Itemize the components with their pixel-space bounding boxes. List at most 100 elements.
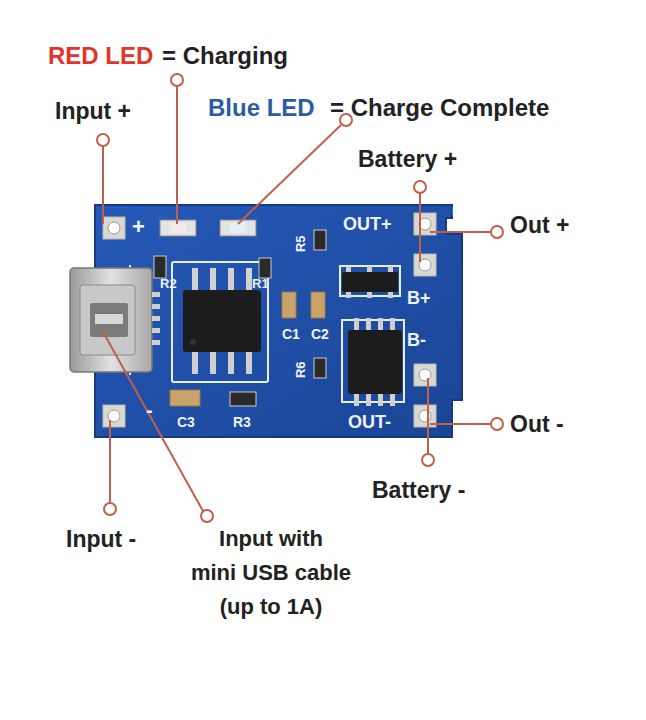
resistor <box>154 230 326 406</box>
leader-line-part <box>430 423 491 425</box>
leader-line-part <box>238 125 341 224</box>
silkscreen-text: R1 <box>252 276 269 292</box>
solder-pad-part <box>108 222 120 234</box>
micro-usb-connector-part <box>152 316 160 321</box>
capacitor <box>170 292 325 406</box>
silkscreen-text: OUT+ <box>343 214 392 236</box>
capacitor-part <box>282 292 296 318</box>
silkscreen-text: - <box>146 398 153 422</box>
silkscreen-text: C1 <box>282 326 300 343</box>
led-legend-text: = Charging <box>162 42 288 71</box>
silkscreen-text: + <box>132 214 145 240</box>
charger-ic-part <box>192 350 198 374</box>
charger-ic <box>183 268 261 374</box>
mosfet-ic-part <box>390 318 395 332</box>
solder-pad-part <box>103 405 125 427</box>
silkscreen-part <box>340 266 400 296</box>
protection-ic-part <box>342 272 398 292</box>
silkscreen-text: R2 <box>160 276 177 292</box>
silkscreen-text: R5 <box>293 235 309 252</box>
solder-pad-part <box>419 410 431 422</box>
micro-usb-connector-part <box>152 328 160 333</box>
charger-ic-part <box>190 339 196 345</box>
silkscreen-part <box>342 320 404 402</box>
led-legend-text: = Charge Complete <box>330 94 549 123</box>
charger-ic-part <box>210 350 216 374</box>
micro-usb-connector-part <box>80 285 135 355</box>
capacitor-part <box>311 292 325 318</box>
callout-label: Input + <box>55 98 131 126</box>
leader-line <box>97 74 503 522</box>
mosfet-ic-part <box>354 318 359 332</box>
micro-usb-connector-part <box>95 314 123 324</box>
leader-line-part <box>422 454 434 466</box>
silkscreen-part <box>172 262 268 382</box>
callout-label: Battery + <box>358 146 457 174</box>
silkscreen-text: B+ <box>407 288 431 310</box>
micro-usb-connector-part <box>152 340 160 345</box>
micro-usb-connector <box>70 268 160 372</box>
silkscreen-text: R6 <box>293 361 309 378</box>
protection-ic <box>342 266 398 298</box>
leader-line-part <box>176 86 178 224</box>
silkscreen-text: k <box>452 206 458 218</box>
resistor-part <box>259 258 271 278</box>
charger-ic-part <box>246 350 252 374</box>
silkscreen-text: OUT- <box>348 412 391 434</box>
solder-pad-part <box>414 254 436 276</box>
charger-ic-part <box>228 350 234 374</box>
micro-usb-connector-part <box>152 292 160 297</box>
mosfet-ic-part <box>366 392 371 406</box>
resistor-part <box>314 358 326 378</box>
resistor-part <box>314 230 326 250</box>
leader-line-part <box>419 193 421 262</box>
solder-pad <box>103 213 436 427</box>
callout-label: Battery - <box>372 477 465 505</box>
leader-line-part <box>102 146 104 224</box>
silkscreen-text: B- <box>407 330 426 352</box>
led-legend-key: RED LED <box>48 42 153 71</box>
silkscreen-text: R3 <box>233 414 251 431</box>
mosfet-ic <box>348 318 402 406</box>
leader-line-part <box>414 181 426 193</box>
callout-label: Out - <box>510 411 564 439</box>
solder-pad-part <box>103 217 125 239</box>
leader-line-part <box>491 418 503 430</box>
callout-label: Out + <box>510 212 569 240</box>
leader-line-part <box>171 74 183 86</box>
leader-line-part <box>201 510 213 522</box>
mosfet-ic-part <box>390 392 395 406</box>
silkscreen <box>130 262 404 402</box>
solder-pad-part <box>414 364 436 386</box>
mosfet-ic-part <box>348 330 402 394</box>
callout-label: Input - <box>66 526 136 554</box>
leader-line-part <box>427 378 429 454</box>
callout-label: Input with mini USB cable (up to 1A) <box>182 522 360 624</box>
mosfet-ic-part <box>378 392 383 406</box>
mosfet-ic-part <box>354 392 359 406</box>
micro-usb-connector-part <box>70 268 152 372</box>
leader-line-part <box>104 503 116 515</box>
capacitor-part <box>170 390 200 406</box>
leader-line-part <box>97 134 109 146</box>
solder-pad-part <box>419 369 431 381</box>
leader-line-part <box>430 231 491 233</box>
led <box>160 220 256 236</box>
charger-ic-part <box>246 268 252 292</box>
resistor-part <box>230 392 256 406</box>
silkscreen-text: C2 <box>311 326 329 343</box>
resistor-part <box>154 256 166 278</box>
leader-line-part <box>109 420 111 503</box>
silkscreen-text: C3 <box>177 414 195 431</box>
led-part <box>170 223 186 233</box>
led-part <box>230 223 246 233</box>
led-legend-key: Blue LED <box>208 94 315 123</box>
charger-ic-part <box>192 268 198 292</box>
leader-line-part <box>491 226 503 238</box>
micro-usb-connector-part <box>152 304 160 309</box>
charger-ic-part <box>183 290 261 352</box>
charger-ic-part <box>228 268 234 292</box>
mosfet-ic-part <box>366 318 371 332</box>
mosfet-ic-part <box>378 318 383 332</box>
